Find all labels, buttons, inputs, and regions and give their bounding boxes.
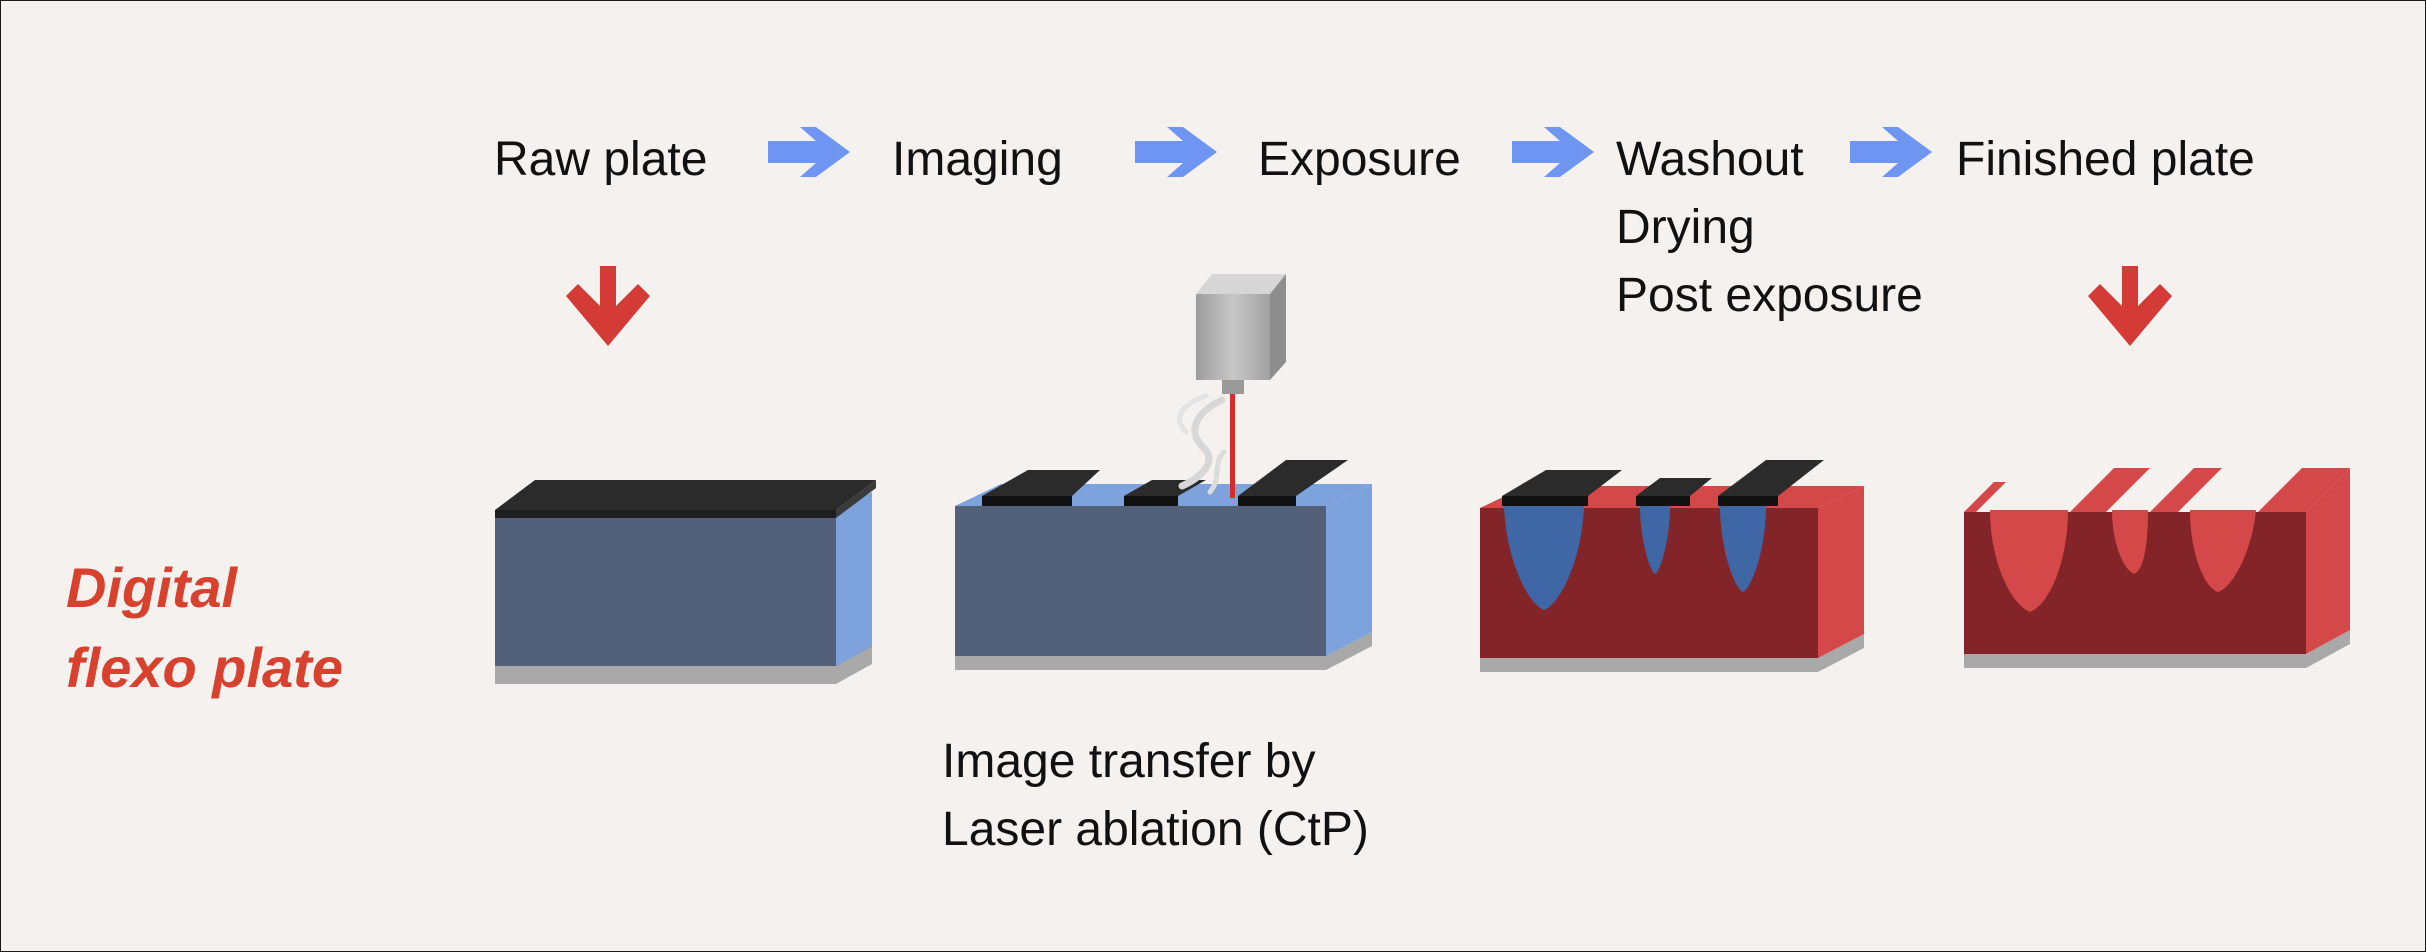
step-label-finished-plate: Finished plate	[1956, 133, 2255, 186]
chevron-right-arrow-icon	[1850, 127, 1932, 177]
step-label-washout: Washout	[1616, 133, 1804, 186]
side-label: Digital flexo plate	[66, 548, 343, 708]
step-label-post-exposure: Post exposure	[1616, 269, 1923, 322]
finished-plate-illustration	[1964, 468, 2350, 668]
laser-head-icon	[1196, 274, 1286, 394]
laser-beam	[1230, 394, 1235, 498]
chevron-right-arrow-icon	[1135, 127, 1217, 177]
imaging-caption-line-2: Laser ablation (CtP)	[942, 803, 1369, 856]
side-label-line-1: Digital	[66, 556, 238, 619]
step-label-raw-plate: Raw plate	[494, 133, 708, 186]
step-label-exposure: Exposure	[1258, 133, 1461, 186]
imaging-caption-line-1: Image transfer by	[942, 735, 1316, 788]
down-arrow-icon	[566, 266, 650, 346]
chevron-right-arrow-icon	[1512, 127, 1594, 177]
step-label-imaging: Imaging	[892, 133, 1063, 186]
chevron-right-arrow-icon	[768, 127, 850, 177]
step-label-drying: Drying	[1616, 201, 1755, 254]
exposure-plate-illustration	[1480, 460, 1864, 672]
flow-arrows	[768, 127, 1932, 177]
side-label-line-2: flexo plate	[66, 636, 343, 699]
down-arrow-icon	[2088, 266, 2172, 346]
raw-plate-illustration	[495, 480, 876, 684]
imaging-plate-illustration	[955, 274, 1372, 670]
